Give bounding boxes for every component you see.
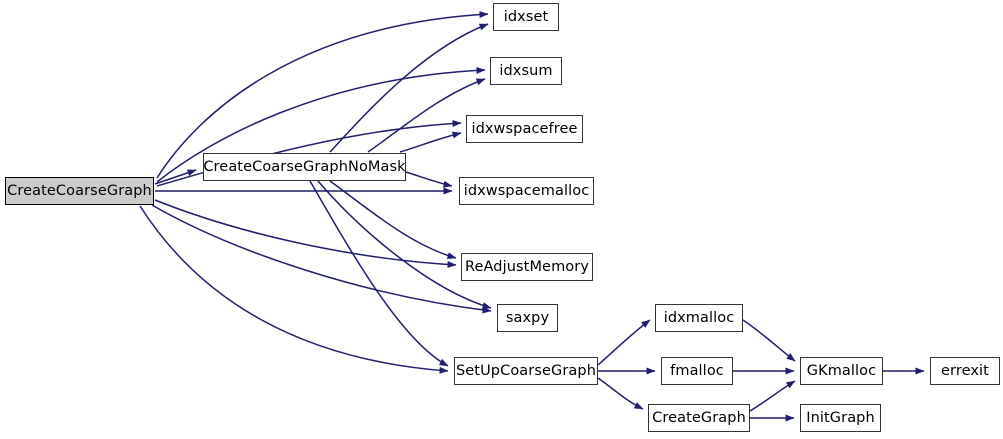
node-label: idxwspacemalloc bbox=[463, 182, 590, 199]
edge-createcoarsegraph-readjustmemory bbox=[154, 199, 457, 268]
node-idxmalloc[interactable]: idxmalloc bbox=[655, 304, 743, 332]
node-label: fmalloc bbox=[670, 362, 724, 379]
node-idxwspacefree[interactable]: idxwspacefree bbox=[466, 115, 583, 143]
node-createcoarsegraphnomask[interactable]: CreateCoarseGraphNoMask bbox=[203, 153, 406, 181]
edge-nomask-idxwspacemalloc bbox=[405, 171, 453, 188]
node-idxwspacemalloc[interactable]: idxwspacemalloc bbox=[459, 177, 594, 205]
node-label: InitGraph bbox=[806, 409, 875, 426]
node-label: errexit bbox=[941, 362, 989, 379]
node-gkmalloc[interactable]: GKmalloc bbox=[800, 357, 883, 385]
node-saxpy[interactable]: saxpy bbox=[497, 304, 558, 332]
node-label: GKmalloc bbox=[806, 362, 877, 379]
edge-createcoarsegraph-saxpy bbox=[151, 204, 492, 314]
node-label: idxmalloc bbox=[663, 309, 735, 326]
edge-creategraph-gkmalloc bbox=[749, 380, 796, 412]
node-label: ReAdjustMemory bbox=[464, 258, 590, 275]
node-label: idxset bbox=[503, 8, 549, 25]
edge-nomask-readjustmemory bbox=[329, 180, 457, 260]
node-setupcoarsegraph[interactable]: SetUpCoarseGraph bbox=[454, 357, 598, 385]
node-idxset[interactable]: idxset bbox=[493, 3, 559, 31]
node-createcoarsegraph[interactable]: CreateCoarseGraph bbox=[5, 177, 154, 205]
node-label: SetUpCoarseGraph bbox=[455, 362, 597, 379]
node-creategraph[interactable]: CreateGraph bbox=[648, 404, 750, 432]
node-label: CreateGraph bbox=[652, 409, 746, 426]
edge-nomask-idxwspacefree bbox=[399, 131, 462, 153]
node-label: CreateCoarseGraphNoMask bbox=[203, 158, 406, 175]
node-label: idxsum bbox=[499, 62, 553, 79]
node-label: idxwspacefree bbox=[471, 120, 578, 137]
node-readjustmemory[interactable]: ReAdjustMemory bbox=[461, 253, 593, 281]
node-idxsum[interactable]: idxsum bbox=[490, 57, 562, 85]
node-label: saxpy bbox=[505, 309, 550, 326]
edge-createcoarsegraph-nomask bbox=[154, 169, 197, 185]
edge-setupcoarsegraph-idxmalloc bbox=[597, 319, 651, 366]
node-fmalloc[interactable]: fmalloc bbox=[661, 357, 733, 385]
node-label: CreateCoarseGraph bbox=[7, 182, 152, 199]
edge-idxmalloc-gkmalloc bbox=[742, 319, 796, 362]
edge-nomask-idxset bbox=[329, 23, 489, 153]
edge-nomask-setupcoarsegraph bbox=[309, 180, 449, 367]
node-errexit[interactable]: errexit bbox=[930, 357, 1000, 385]
edge-setupcoarsegraph-creategraph bbox=[597, 377, 644, 410]
edge-createcoarsegraph-setupcoarsegraph bbox=[139, 205, 449, 374]
node-initgraph[interactable]: InitGraph bbox=[800, 404, 881, 432]
